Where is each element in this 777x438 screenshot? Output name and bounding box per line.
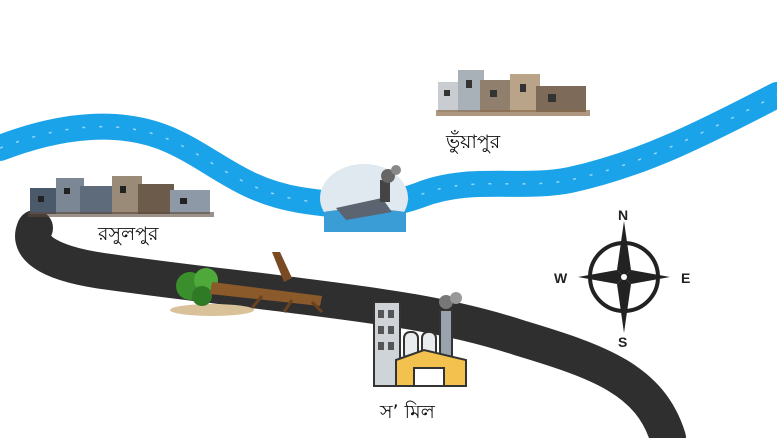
compass-west-label: W bbox=[554, 270, 568, 286]
place-label-bhuyapur: ভুঁয়াপুর bbox=[446, 131, 501, 153]
compass-east-label: E bbox=[681, 270, 691, 286]
compass-north-label: N bbox=[618, 207, 629, 223]
village-icon bbox=[28, 176, 214, 217]
factory-icon bbox=[373, 292, 467, 387]
village-icon bbox=[436, 70, 590, 116]
sinking-boat-icon bbox=[320, 164, 408, 232]
road bbox=[15, 210, 686, 438]
place-label-saw-mill: স’ মিল bbox=[380, 401, 435, 423]
place-label-rasulpur: রসুলপুর bbox=[98, 223, 159, 245]
fallen-tree-icon bbox=[170, 252, 324, 316]
compass-icon bbox=[578, 221, 670, 333]
compass-south-label: S bbox=[618, 334, 628, 350]
